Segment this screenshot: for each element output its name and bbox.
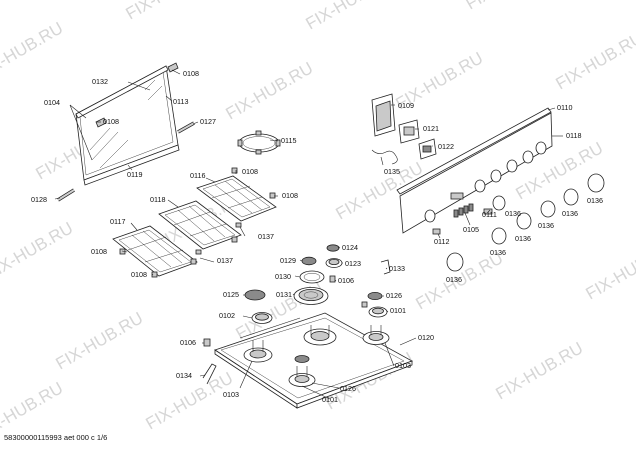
clip-right [361, 301, 368, 308]
label-0108: 0108 [183, 69, 199, 78]
label-0119: 0119 [127, 170, 142, 179]
label-0130: 0130 [275, 272, 291, 281]
label-0103: 0103 [395, 361, 411, 370]
label-0121: 0121 [423, 124, 439, 133]
label-0108: 0108 [282, 191, 298, 200]
watermark-text: FIX-HUB.RU [493, 338, 587, 403]
label-0101: 0101 [322, 395, 338, 404]
label-0123: 0123 [345, 259, 361, 268]
label-0133: 0133 [389, 264, 405, 273]
label-0128: 0128 [31, 195, 47, 204]
door-glass-panel [75, 62, 180, 186]
trim-strip-0110 [396, 107, 552, 195]
burner-cap-0126 [367, 291, 383, 300]
switches-0105 [453, 203, 474, 218]
label-0136: 0136 [587, 196, 603, 205]
label-0105: 0105 [463, 225, 479, 234]
wok-ring-part [237, 130, 281, 155]
label-0108: 0108 [103, 117, 119, 126]
clip-0106 [329, 275, 336, 283]
hob-top-plate [214, 312, 413, 409]
label-0109: 0109 [398, 101, 414, 110]
label-0125: 0125 [223, 290, 239, 299]
bracket-0134 [202, 363, 217, 385]
cable-0135 [371, 149, 398, 165]
rubber-feet [119, 167, 276, 278]
label-0135: 0135 [384, 167, 400, 176]
label-0129: 0129 [280, 256, 296, 265]
watermark-text: FIX-HUB.RU [553, 28, 636, 93]
leader-lines [54, 69, 563, 400]
burner-cap-0124 [326, 244, 340, 252]
lamp-0112 [432, 228, 441, 235]
label-0112: 0112 [434, 237, 449, 246]
label-0118: 0118 [150, 195, 165, 204]
label-0104: 0104 [44, 98, 60, 107]
label-0106: 0106 [180, 338, 196, 347]
lamp-0111 [483, 208, 493, 215]
watermark-text: FIX-HUB.RU [0, 218, 76, 283]
module-0122 [418, 138, 437, 160]
label-0137: 0137 [217, 256, 233, 265]
control-panel-0118 [399, 112, 553, 234]
burner-head-0102 [251, 312, 273, 324]
bracket-0109 [371, 93, 396, 137]
label-0136: 0136 [538, 221, 554, 230]
bracket-0133 [380, 259, 391, 275]
pan-support-grid-0116 [196, 175, 277, 222]
document-footer: 58300000115993 aet 000 c 1/6 [4, 433, 107, 442]
label-0127: 0127 [200, 117, 216, 126]
label-0116: 0116 [190, 171, 205, 180]
watermark-text: FIX-HUB.RU [223, 58, 317, 123]
watermark-text: FIX-HUB.RU [0, 18, 66, 83]
label-0111: 0111 [482, 210, 497, 219]
hinge-pin-upper [177, 121, 195, 134]
pan-support-grid-0118 [158, 200, 242, 250]
watermark-text: FIX-HUB.RU [53, 308, 147, 373]
part-labels: 0132 0108 0104 0113 0108 0127 0115 0119 … [31, 69, 603, 404]
label-0136: 0136 [562, 209, 578, 218]
label-0115: 0115 [281, 136, 296, 145]
hinge-pin-lower [57, 188, 75, 202]
burner-crown-0131 [293, 287, 329, 305]
label-0126: 0126 [340, 384, 356, 393]
label-0101: 0101 [390, 306, 406, 315]
burner-head-0101 [368, 306, 388, 318]
label-0102: 0102 [219, 311, 235, 320]
label-0108: 0108 [91, 247, 107, 256]
watermark-text: FIX-HUB.RU [463, 0, 557, 13]
module-0121 [398, 119, 420, 144]
label-0136: 0136 [490, 248, 506, 257]
label-0118: 0118 [566, 131, 581, 140]
label-0136: 0136 [505, 209, 521, 218]
watermark-text: FIX-HUB.RU [583, 238, 636, 303]
label-0136: 0136 [446, 275, 462, 284]
burner-cap-0125 [244, 289, 266, 301]
watermark-text: FIX-HUB.RU [123, 0, 217, 23]
knob-set [446, 173, 605, 272]
label-0134: 0134 [176, 371, 192, 380]
label-0108: 0108 [242, 167, 258, 176]
label-0117: 0117 [110, 217, 125, 226]
label-0106: 0106 [338, 276, 354, 285]
label-0110: 0110 [557, 103, 572, 112]
label-0131: 0131 [276, 290, 292, 299]
label-0124: 0124 [342, 243, 358, 252]
watermark-text: FIX-HUB.RU [303, 0, 397, 33]
label-0126: 0126 [386, 291, 402, 300]
label-0136: 0136 [515, 234, 531, 243]
label-0122: 0122 [438, 142, 454, 151]
label-0137: 0137 [258, 232, 274, 241]
label-0108: 0108 [131, 270, 147, 279]
burner-ring-0130 [299, 270, 325, 284]
label-0132: 0132 [92, 77, 108, 86]
label-0120: 0120 [418, 333, 434, 342]
burner-cap-0129 [301, 256, 317, 266]
clip-0106-left [203, 338, 211, 347]
label-0103: 0103 [223, 390, 239, 399]
label-0113: 0113 [173, 97, 188, 106]
burner-head-0123 [325, 258, 343, 268]
